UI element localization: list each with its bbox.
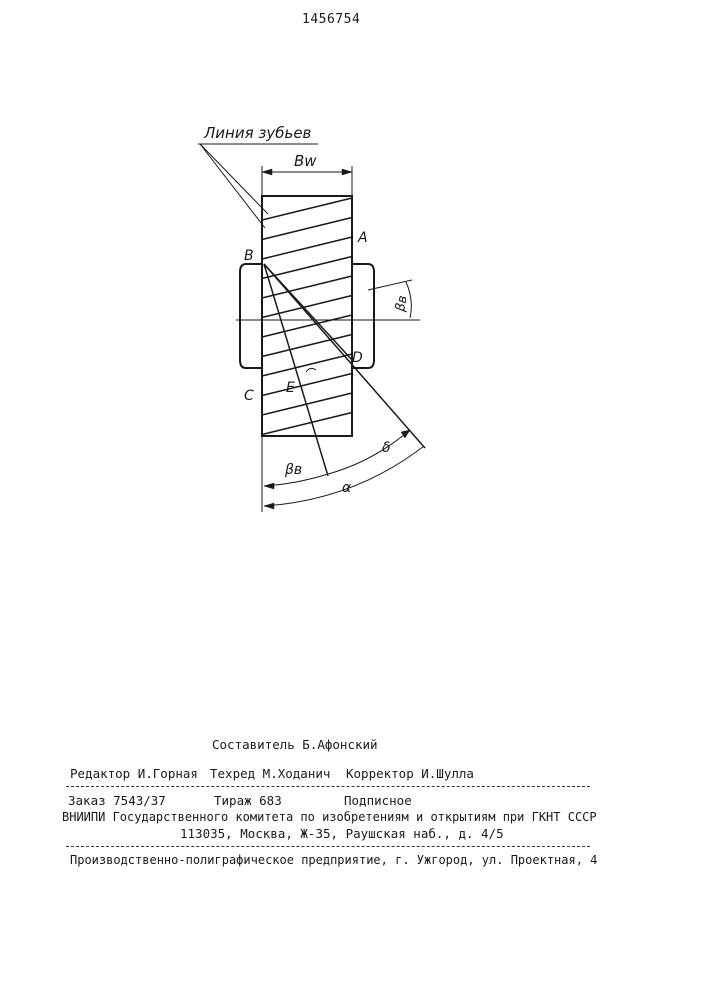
tooth-line: [262, 198, 352, 220]
circulation-line: Тираж 683: [214, 793, 282, 808]
left-hub: [240, 264, 262, 368]
point-c-label: C: [244, 388, 254, 404]
tooth-line: [262, 257, 352, 279]
arrow-alpha-left: [264, 503, 274, 509]
tooth-line-label: Линия зубьев: [203, 124, 312, 142]
point-e-label: E: [286, 380, 295, 396]
gear-rim: [262, 196, 352, 436]
address-line: 113035, Москва, Ж-35, Раушская наб., д. …: [180, 826, 504, 841]
divider-2: [66, 846, 590, 847]
institute-line: ВНИИПИ Государственного комитета по изоб…: [62, 810, 597, 824]
divider-1: [66, 786, 590, 787]
right-angle-mark: [306, 368, 316, 372]
leader-1: [200, 144, 268, 214]
tooth-line: [262, 315, 352, 337]
printer-line: Производственно-полиграфическое предприя…: [70, 853, 597, 867]
tooth-line: [262, 413, 352, 435]
alpha-label: α: [342, 480, 352, 496]
editor-line: Редактор И.Горная: [70, 766, 198, 781]
beta-side-label: βв: [393, 294, 411, 313]
tooth-line: [262, 393, 352, 415]
compiler-line: Составитель Б.Афонский: [212, 737, 378, 752]
corrector-line: Корректор И.Шулла: [346, 766, 474, 781]
arrow-beta-left: [264, 483, 274, 489]
drawing-lines: [198, 144, 425, 512]
point-d-label: D: [352, 350, 363, 366]
bw-arrow-left: [262, 169, 272, 175]
leader-2: [200, 144, 265, 228]
tooth-hatching: [262, 198, 352, 435]
tooth-line: [262, 276, 352, 298]
tooth-line: [262, 374, 352, 396]
beta-b-label: βв: [284, 462, 302, 478]
tooth-line: [262, 237, 352, 259]
tooth-line: [262, 354, 352, 376]
point-a-label: A: [357, 230, 368, 246]
delta-label: δ: [382, 440, 391, 456]
bw-arrow-right: [342, 169, 352, 175]
gear-tooth-diagram: Линия зубьев Bw A B C D E βв βв δ α: [0, 0, 707, 700]
techred-line: Техред М.Ходанич: [210, 766, 330, 781]
order-line: Заказ 7543/37: [68, 793, 166, 808]
width-label: Bw: [294, 152, 317, 170]
point-b-label: B: [244, 248, 254, 264]
tooth-line: [262, 218, 352, 240]
subscription-line: Подписное: [344, 793, 412, 808]
